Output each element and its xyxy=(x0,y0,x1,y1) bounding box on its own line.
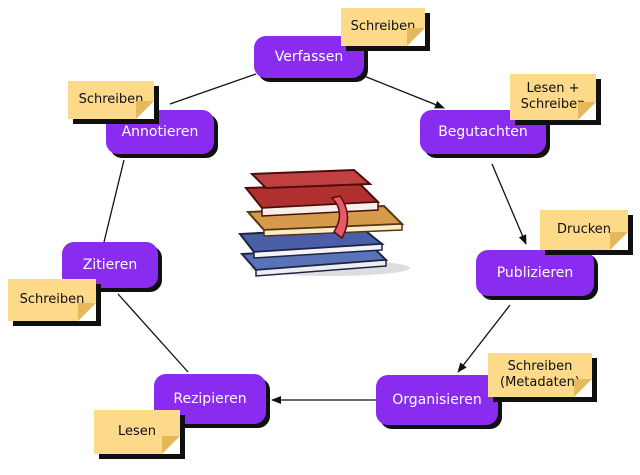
tag-publizieren: Drucken xyxy=(540,210,628,250)
edge-annotieren-verfassen xyxy=(170,74,256,104)
tag-zitieren: Schreiben xyxy=(8,279,96,321)
edge-begutachten-publizieren xyxy=(492,164,526,244)
node-organisieren-label: Organisieren xyxy=(392,392,482,408)
tag-begutachten: Lesen + Schreiben xyxy=(510,74,596,120)
node-verfassen-label: Verfassen xyxy=(275,49,343,65)
node-begutachten-label: Begutachten xyxy=(438,124,528,140)
node-annotieren-label: Annotieren xyxy=(122,124,199,140)
node-zitieren-label: Zitieren xyxy=(83,257,137,273)
node-publizieren: Publizieren xyxy=(476,250,594,296)
node-organisieren: Organisieren xyxy=(376,375,498,425)
tag-rezipieren: Lesen xyxy=(94,410,180,454)
node-publizieren-label: Publizieren xyxy=(497,265,574,281)
node-rezipieren-label: Rezipieren xyxy=(173,391,246,407)
tag-organisieren: Schreiben (Metadaten) xyxy=(488,353,592,397)
edge-verfassen-begutachten xyxy=(364,76,444,108)
edge-zitieren-annotieren xyxy=(104,160,124,242)
edge-rezipieren-zitieren xyxy=(118,294,188,372)
tag-annotieren: Schreiben xyxy=(68,81,154,119)
tag-verfassen: Schreiben xyxy=(341,8,425,46)
book-stack-icon xyxy=(234,168,414,280)
